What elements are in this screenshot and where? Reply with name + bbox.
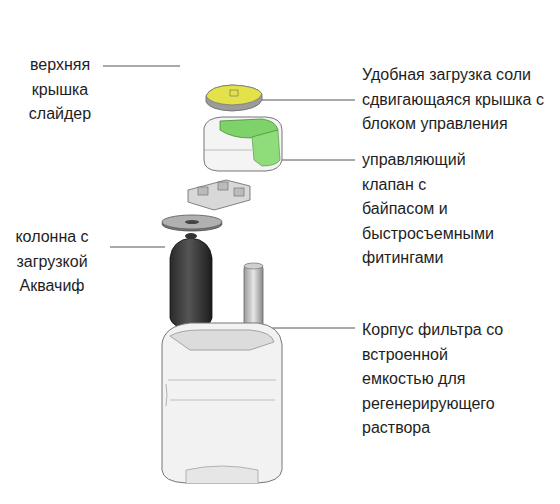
leader-line [262,100,355,101]
part-label: управляющий клапан с байпасом и быстросъ… [362,148,496,271]
part-label: Корпус фильтра со встроенной емкостью дл… [362,318,518,441]
filter-housing [162,323,282,483]
resin-column [170,233,212,329]
part-label: колонна с загрузкой Аквачиф [4,225,100,299]
leader-lines [103,66,355,328]
valve-block [188,180,250,210]
control-head [204,117,282,171]
top-lid [206,85,262,111]
leader-line [110,247,165,248]
part-label: верхняя крышка слайдер [20,53,100,127]
leader-line [103,66,180,67]
leader-line [265,328,355,329]
part-label: Удобная загрузка соли сдвигающаяся крышк… [362,63,558,137]
distributor-disk [162,215,222,231]
